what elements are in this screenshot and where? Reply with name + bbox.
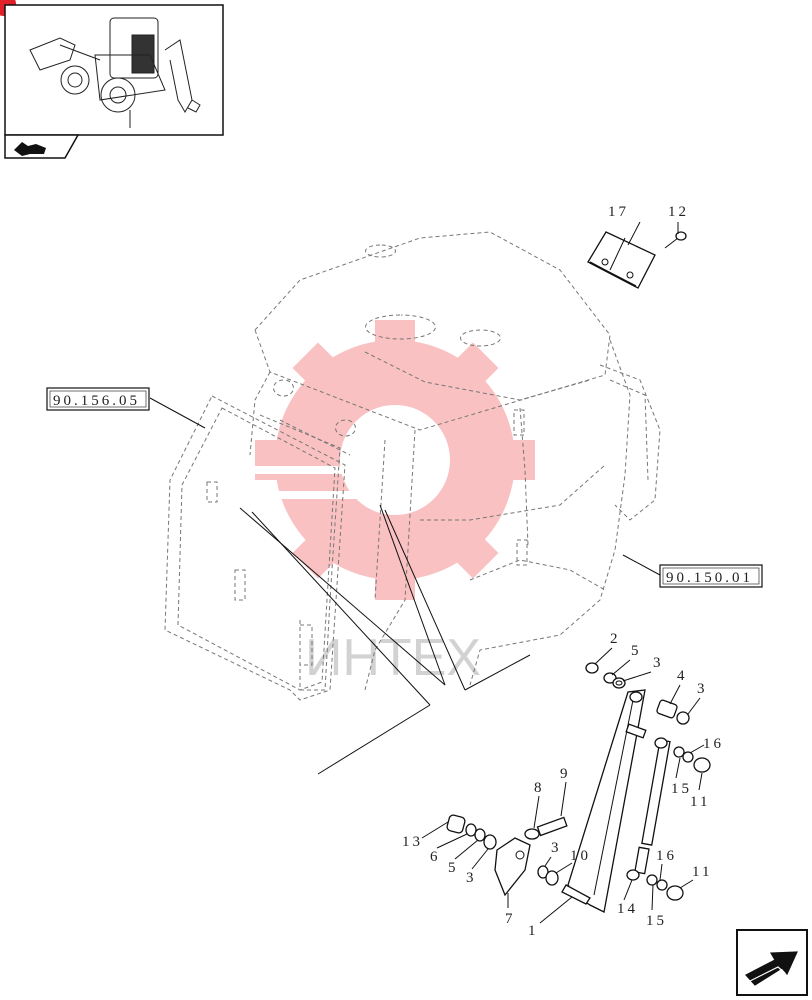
leader-line <box>539 896 573 924</box>
leader-line <box>687 697 701 715</box>
watermark-logo <box>240 320 535 600</box>
part-label[interactable]: 14 <box>617 901 638 917</box>
part-label[interactable]: 2 <box>610 631 621 647</box>
leader-line <box>698 772 703 791</box>
part-label[interactable]: 3 <box>653 655 664 671</box>
lever-part-1 <box>561 689 646 913</box>
ref-box-cab-frame[interactable]: 90.150.01 <box>659 564 763 588</box>
leader-line <box>611 659 631 676</box>
cab-outline <box>249 231 661 691</box>
part-label[interactable]: 3 <box>466 870 477 886</box>
part-label[interactable]: 15 <box>646 913 667 929</box>
ref-box-door-glass[interactable]: 90.156.05 <box>46 387 150 411</box>
leader-line <box>594 647 613 665</box>
leader-line <box>555 862 573 874</box>
part-label[interactable]: 6 <box>430 849 441 865</box>
part-label[interactable]: 3 <box>697 681 708 697</box>
bracket-part-17 <box>587 231 656 289</box>
part-label[interactable]: 15 <box>671 781 692 797</box>
part-labels: 17 12 2 5 3 4 3 16 15 11 8 9 13 6 5 3 3 … <box>402 204 724 939</box>
leader-line <box>436 833 468 849</box>
hardware-stack-top <box>585 662 711 773</box>
part-label[interactable]: 16 <box>656 848 677 864</box>
hardware-stack-bottom <box>646 874 684 901</box>
door-glass-outline <box>164 395 346 701</box>
next-page-button[interactable] <box>736 929 808 996</box>
part-label[interactable]: 3 <box>551 840 562 856</box>
thumbnail-tab[interactable] <box>4 134 80 159</box>
page-back-arrow-icon <box>14 142 46 156</box>
part-label[interactable]: 7 <box>505 911 516 927</box>
ref-label: 90.150.01 <box>666 570 753 586</box>
hardware-stack-left <box>446 814 568 897</box>
leader-line <box>669 684 681 705</box>
part-label[interactable]: 1 <box>528 923 539 939</box>
leader-line <box>622 671 652 682</box>
part-label[interactable]: 9 <box>560 766 571 782</box>
part-label[interactable]: 10 <box>570 848 591 864</box>
backhoe-loader-thumbnail <box>29 17 201 128</box>
leader-lines <box>149 397 661 775</box>
leader-line <box>454 839 479 860</box>
part-label[interactable]: 8 <box>534 780 545 796</box>
screw-part-12 <box>664 231 687 249</box>
leader-line <box>471 848 489 870</box>
leader-line <box>689 744 705 754</box>
leader-line <box>679 879 694 889</box>
ref-label: 90.156.05 <box>53 393 140 409</box>
leader-line <box>659 863 663 881</box>
leader-line <box>533 795 540 829</box>
leader-17 <box>627 221 641 246</box>
part-label[interactable]: 16 <box>703 736 724 752</box>
part-label[interactable]: 5 <box>448 860 459 876</box>
part-label[interactable]: 13 <box>402 834 423 850</box>
leader-line <box>544 856 552 867</box>
part-label[interactable]: 11 <box>690 794 710 810</box>
leader-line <box>560 781 567 817</box>
part-label[interactable]: 4 <box>677 668 688 684</box>
leader-line <box>651 884 654 911</box>
leader-line <box>675 757 681 779</box>
watermark-text: ИНТЕХ <box>305 629 481 687</box>
part-label[interactable]: 11 <box>692 864 712 880</box>
machine-thumbnail[interactable] <box>4 4 224 136</box>
leader-line <box>623 879 633 901</box>
leader-line <box>421 821 449 839</box>
part-label[interactable]: 12 <box>668 204 689 220</box>
part-label[interactable]: 5 <box>631 643 642 659</box>
part-label[interactable]: 17 <box>608 204 629 220</box>
gas-strut-part-14 <box>625 723 671 881</box>
